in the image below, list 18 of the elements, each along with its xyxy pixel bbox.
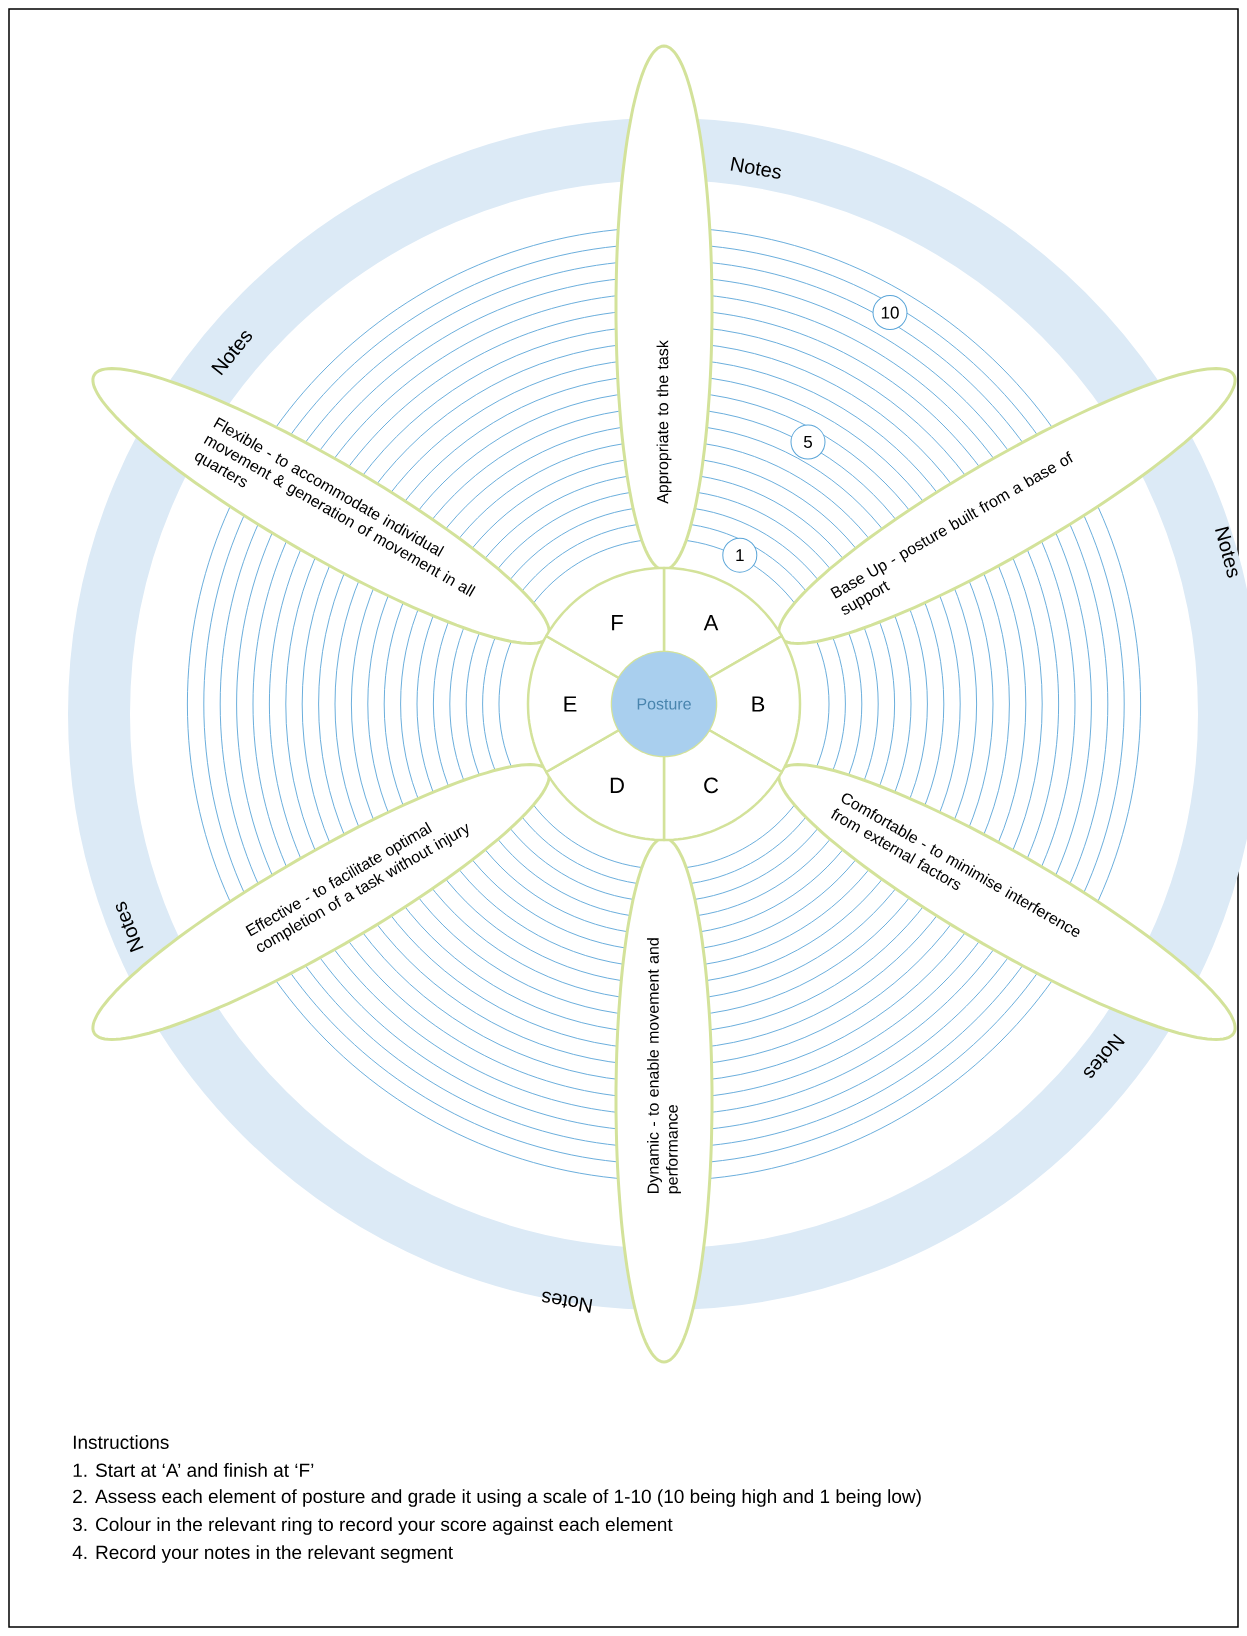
instruction-text: 4. Record your notes in the relevant segment bbox=[72, 1545, 453, 1563]
notes-label: Notes bbox=[541, 1291, 593, 1313]
notes-label: Notes bbox=[730, 156, 782, 179]
instruction-text: Instructions bbox=[73, 1435, 169, 1449]
segment: C bbox=[662, 728, 784, 842]
segment: B bbox=[707, 634, 802, 774]
segment: E bbox=[526, 634, 621, 774]
callout-number: 5 bbox=[790, 424, 826, 460]
callout-number: 10 bbox=[872, 295, 908, 331]
instruction-text: 1. Start at ‘A’ and finish at ‘F’ bbox=[73, 1463, 314, 1477]
notes-label: Notes bbox=[1215, 526, 1238, 578]
segment: F bbox=[544, 566, 666, 680]
instruction-text: 3. Colour in the relevant ring to record your score against each element bbox=[72, 1517, 673, 1535]
notes-label: Notes bbox=[115, 901, 144, 953]
callout-number: 1 bbox=[722, 537, 758, 573]
instruction-text: 2. Assess each element of posture and grade it using a scale of 1-10 (10 being high and 1 being low) bbox=[73, 1489, 921, 1507]
segment: A bbox=[662, 566, 784, 680]
segment: D bbox=[544, 728, 666, 842]
